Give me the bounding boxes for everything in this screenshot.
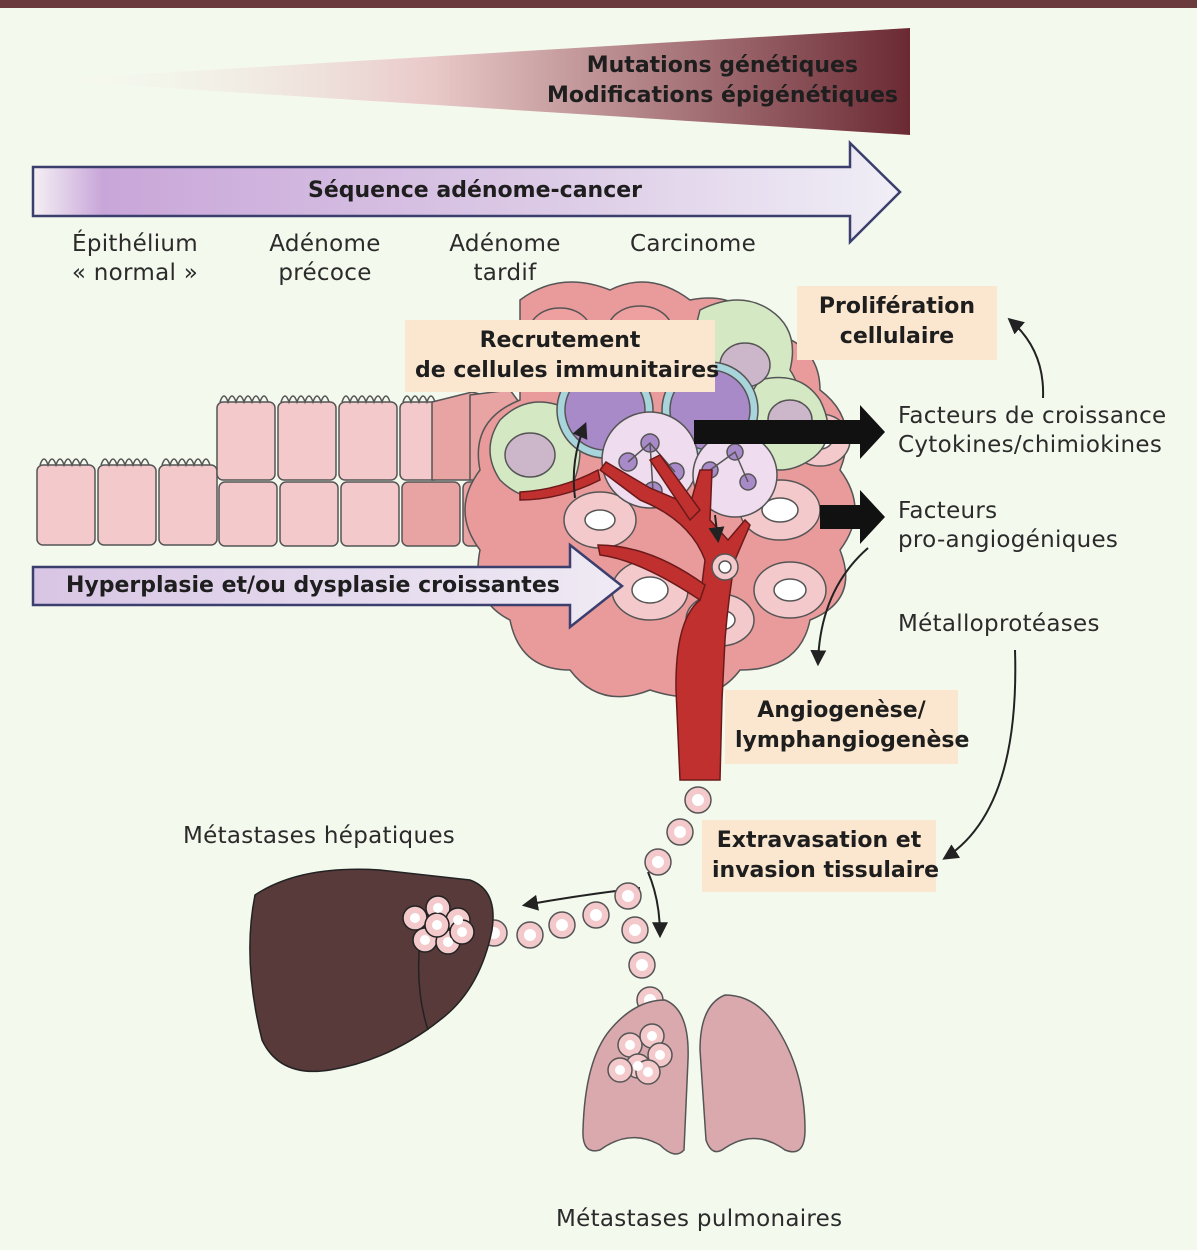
liver-metastases-label: Métastases hépatiques xyxy=(183,823,456,849)
angiogenesis-box: Angiogenèse/ lymphangiogenèse xyxy=(725,690,970,764)
proliferation-box: Prolifération cellulaire xyxy=(797,286,997,360)
recruitment-line1: Recrutement xyxy=(479,328,641,353)
circulating-cell xyxy=(711,553,739,581)
proangio-arrow xyxy=(820,490,885,544)
lung-metastases-label: Métastases pulmonaires xyxy=(556,1206,843,1232)
recruitment-box: Recrutement de cellules immunitaires xyxy=(405,320,720,392)
recruitment-line2: de cellules immunitaires xyxy=(415,357,720,383)
stage-early-adenoma: Adénome précoce xyxy=(250,230,400,288)
stage-late-adenoma-line1: Adénome xyxy=(449,231,561,257)
stage-carcinoma: Carcinome xyxy=(618,230,768,259)
arrow-to-extravasation xyxy=(942,649,1017,860)
proliferation-line1: Prolifération xyxy=(818,294,976,319)
epigenetic-label: Modifications épigénétiques xyxy=(546,83,898,108)
arrow-into-vessel xyxy=(708,514,725,544)
growth-factor-arrow xyxy=(694,405,885,459)
sequence-arrow-label: Séquence adénome-cancer xyxy=(308,178,643,203)
hyperplasia-arrow xyxy=(31,542,625,630)
lungs xyxy=(582,994,806,1155)
sequence-arrow xyxy=(31,140,902,246)
stage-normal-line2: « normal » xyxy=(71,259,199,286)
top-border-bar xyxy=(0,0,1197,8)
angiogenesis-line1: Angiogenèse/ xyxy=(757,698,926,723)
arrow-to-proliferation xyxy=(1007,317,1045,399)
extravasation-line2: invasion tissulaire xyxy=(712,857,940,883)
stage-carcinoma-line1: Carcinome xyxy=(629,231,757,257)
epithelium-early-adenoma xyxy=(216,395,441,547)
liver xyxy=(249,868,494,1073)
stage-early-adenoma-line1: Adénome xyxy=(269,231,381,257)
stage-early-adenoma-line2: précoce xyxy=(278,259,372,286)
stage-late-adenoma: Adénome tardif xyxy=(430,230,580,288)
proangio-line1: Facteurs xyxy=(898,498,998,524)
proliferation-line2: cellulaire xyxy=(839,323,955,349)
proangio-factors-label: Facteurs pro-angiogéniques xyxy=(898,497,1118,555)
stage-normal: Épithélium « normal » xyxy=(60,230,210,288)
arrow-to-angiogenesis xyxy=(810,547,869,667)
growth-factors-line1: Facteurs de croissance xyxy=(898,403,1167,429)
stage-normal-line1: Épithélium xyxy=(71,231,199,257)
growth-factors-label: Facteurs de croissance Cytokines/chimiok… xyxy=(898,402,1167,460)
hyperplasia-label: Hyperplasie et/ou dysplasie croissantes xyxy=(66,573,560,598)
extravasation-box: Extravasation et invasion tissulaire xyxy=(702,820,940,892)
metalloproteases-label: Métalloprotéases xyxy=(898,611,1100,637)
mutation-gradient-wedge xyxy=(40,28,910,135)
growth-factors-line2: Cytokines/chimiokines xyxy=(898,431,1163,458)
angiogenesis-line2: lymphangiogenèse xyxy=(735,727,970,753)
extravasation-line1: Extravasation et xyxy=(716,828,922,853)
arrow-to-recruitment xyxy=(572,422,588,499)
arrow-to-lung xyxy=(647,871,668,939)
proangio-line2: pro-angiogéniques xyxy=(898,526,1119,553)
metastatic-cells-chain xyxy=(480,786,712,1014)
stage-late-adenoma-line2: tardif xyxy=(473,259,537,286)
mutations-label: Mutations génétiques xyxy=(586,53,858,78)
epithelium-normal xyxy=(36,458,218,546)
